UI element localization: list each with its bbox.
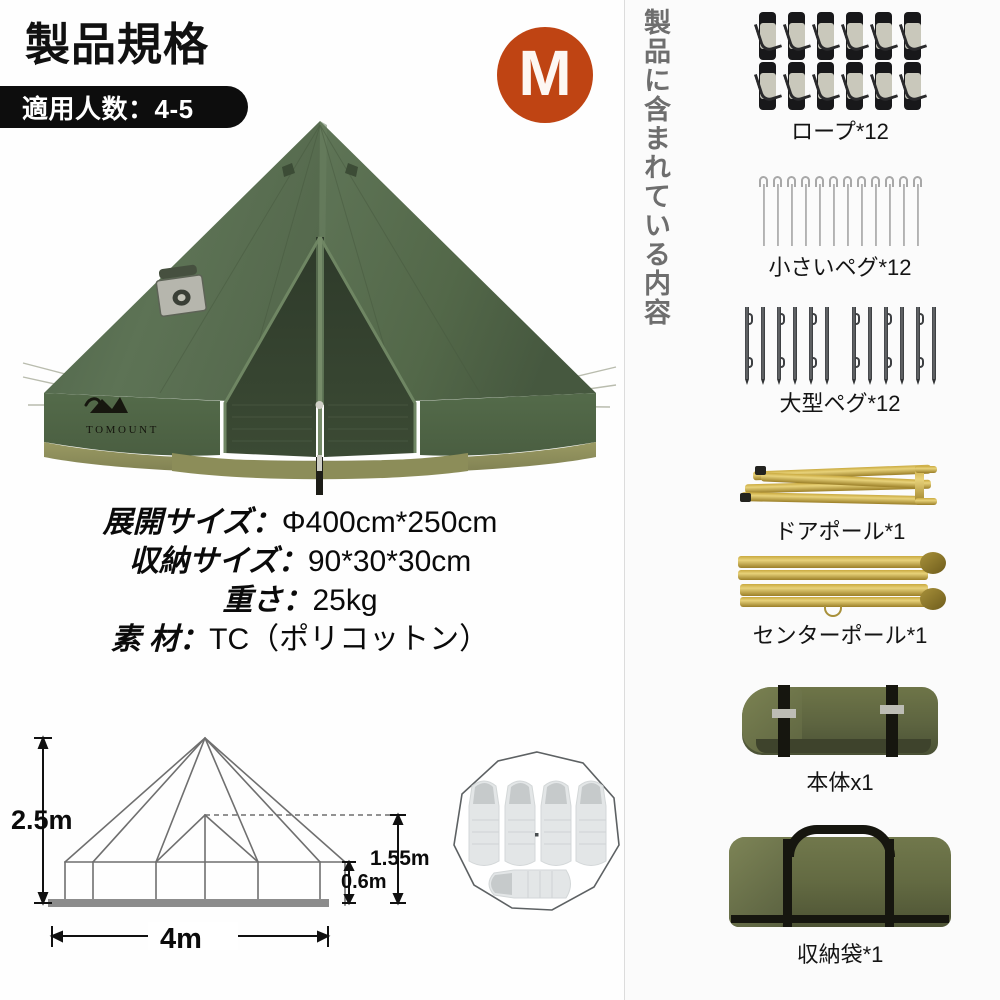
tent-roof-right — [320, 121, 596, 405]
content-item-label: 本体x1 — [806, 770, 874, 795]
spec-value: Φ400cm*250cm — [281, 506, 498, 539]
content-item-carry-bag: 収納袋*1 — [690, 823, 990, 969]
dim-width-label: 4m — [160, 923, 202, 955]
bell-tent-photo: TOMOUNT — [22, 121, 617, 495]
spec-list: 展開サイズ：Φ400cm*250cm 収納サイズ：90*30*30cm 重さ：2… — [0, 503, 600, 659]
content-item-label: 収納袋*1 — [796, 942, 884, 967]
brand-logo-text: TOMOUNT — [86, 424, 159, 436]
content-item-tent-body: 本体x1 — [690, 683, 990, 797]
content-item-center-pole: センターポール*1 — [690, 552, 990, 650]
tent-wall-left — [44, 393, 220, 456]
center-pole-foot — [316, 457, 323, 495]
content-item-small-peg: 小さいペグ*12 — [690, 176, 990, 282]
carry-bag-icon — [725, 823, 955, 933]
size-badge-letter: M — [518, 37, 572, 109]
dim-wall-height — [390, 812, 406, 906]
spec-label: 収納サイズ： — [128, 545, 308, 578]
spec-value: 90*30*30cm — [307, 545, 472, 578]
spec-label: 展開サイズ： — [102, 506, 282, 539]
tent-peak-vent-left — [282, 163, 295, 177]
capacity-badge-label: 適用人数：4-5 — [22, 93, 194, 124]
content-item-label: センターポール*1 — [752, 623, 928, 648]
dim-wall-height-label: 1.55m — [370, 847, 430, 870]
spec-value: 25kg — [312, 584, 378, 617]
tent-wall-right — [420, 393, 596, 456]
dim-skirt-height — [342, 859, 356, 906]
stove-jack-window — [155, 264, 207, 318]
small-peg-icon — [758, 176, 922, 246]
spec-row: 素 材：TC（ポリコットン） — [0, 620, 600, 659]
tent-elevation-dimensions: 2.5m 1.55m 0.6m — [11, 735, 430, 955]
center-pole-icon — [730, 552, 950, 617]
guy-rope-icon — [753, 12, 927, 110]
content-item-label: 大型ペグ*12 — [779, 391, 901, 416]
dim-total-height-label: 2.5m — [11, 805, 73, 835]
spec-label: 重さ： — [222, 584, 313, 617]
tent-peak-vent-right — [345, 163, 358, 177]
capacity-badge: 適用人数：4-5 — [0, 86, 248, 128]
panel-divider — [624, 0, 625, 1000]
ground-bar — [48, 899, 329, 907]
dim-width — [49, 922, 331, 950]
dim-total-height — [34, 735, 52, 906]
tent-floor-plan — [453, 751, 620, 911]
brand-logo — [84, 397, 128, 413]
content-item-door-pole: ドアポール*1 — [690, 462, 990, 546]
content-item-label: ドアポール*1 — [774, 519, 906, 544]
spec-row: 展開サイズ：Φ400cm*250cm — [0, 503, 600, 542]
contents-panel-title: 製品に含まれている内容 — [640, 8, 670, 327]
tent-body-bag-icon — [736, 683, 944, 761]
tent-door-mesh-left — [225, 237, 320, 457]
spec-row: 重さ：25kg — [0, 581, 600, 620]
size-badge: M — [497, 27, 593, 123]
large-peg-icon — [740, 307, 940, 385]
content-item-large-peg: 大型ペグ*12 — [690, 307, 990, 418]
door-pole-icon — [735, 462, 945, 510]
content-item-label: ロープ*12 — [791, 119, 889, 144]
spec-label: 素 材： — [110, 623, 210, 656]
tent-roof-left — [44, 121, 320, 405]
dim-skirt-height-label: 0.6m — [341, 871, 387, 893]
page-title: 製品規格 — [25, 19, 210, 70]
content-item-label: 小さいペグ*12 — [768, 255, 912, 280]
spec-panel: 製品規格 適用人数：4-5 M — [0, 19, 620, 955]
spec-value: TC（ポリコットン） — [209, 623, 490, 656]
tent-door-mesh-right — [320, 237, 415, 457]
center-pole-marker — [535, 833, 539, 837]
content-item-rope: ロープ*12 — [690, 12, 990, 146]
spec-row: 収納サイズ：90*30*30cm — [0, 542, 600, 581]
